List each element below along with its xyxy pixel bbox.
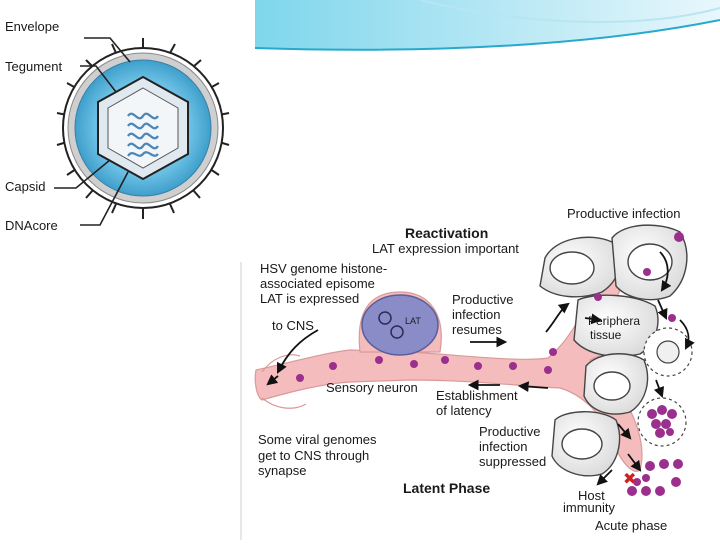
virion-leader-lines bbox=[54, 37, 131, 226]
header-band bbox=[254, 0, 720, 51]
productive-infection-top: Productive infection bbox=[567, 206, 680, 221]
lifecycle-diagram: LAT bbox=[240, 206, 695, 540]
label-dna-core: DNAcore bbox=[5, 218, 58, 233]
suppressed-line3: suppressed bbox=[479, 454, 546, 469]
neuron-nucleus bbox=[361, 294, 439, 356]
dna-core-coil bbox=[127, 112, 159, 157]
virus-cluster bbox=[647, 405, 677, 438]
latent-phase-title: Latent Phase bbox=[403, 480, 490, 496]
some-viral-line3: synapse bbox=[258, 463, 306, 478]
label-capsid: Capsid bbox=[5, 179, 45, 194]
virion-diagram: Envelope Tegument Capsid DNAcore bbox=[5, 19, 230, 233]
hsv-episome-line1: HSV genome histone- bbox=[260, 261, 387, 276]
host-immunity-x: ✖ bbox=[623, 471, 636, 488]
establishment-line1: Establishment bbox=[436, 388, 518, 403]
to-cns-text: to CNS bbox=[272, 318, 314, 333]
sensory-neuron-label: Sensory neuron bbox=[326, 380, 418, 395]
some-viral-line2: get to CNS through bbox=[258, 448, 369, 463]
nucleus-lat-label: LAT bbox=[405, 316, 421, 326]
productive-resumes-line2: infection bbox=[452, 307, 500, 322]
peripheral-tissue-line2: tissue bbox=[590, 328, 622, 342]
virus-particles bbox=[296, 232, 684, 496]
label-tegument: Tegument bbox=[5, 59, 62, 74]
productive-resumes-line3: resumes bbox=[452, 322, 502, 337]
suppressed-line1: Productive bbox=[479, 424, 540, 439]
suppressed-line2: infection bbox=[479, 439, 527, 454]
lat-expression-text: LAT expression important bbox=[372, 241, 519, 256]
host-immunity-line2: immunity bbox=[563, 500, 616, 515]
lifecycle-arrows bbox=[266, 251, 695, 486]
peripheral-tissue-line1: Periphera bbox=[588, 314, 640, 328]
host-immunity-line1: Host bbox=[578, 488, 605, 503]
hsv-episome-line2: associated episome bbox=[260, 276, 375, 291]
acute-phase-title: Acute phase bbox=[595, 518, 667, 533]
productive-resumes-line1: Productive bbox=[452, 292, 513, 307]
label-envelope: Envelope bbox=[5, 19, 59, 34]
reactivation-title: Reactivation bbox=[405, 225, 488, 241]
hsv-episome-line3: LAT is expressed bbox=[260, 291, 359, 306]
some-viral-line1: Some viral genomes bbox=[258, 432, 377, 447]
establishment-line2: of latency bbox=[436, 403, 492, 418]
